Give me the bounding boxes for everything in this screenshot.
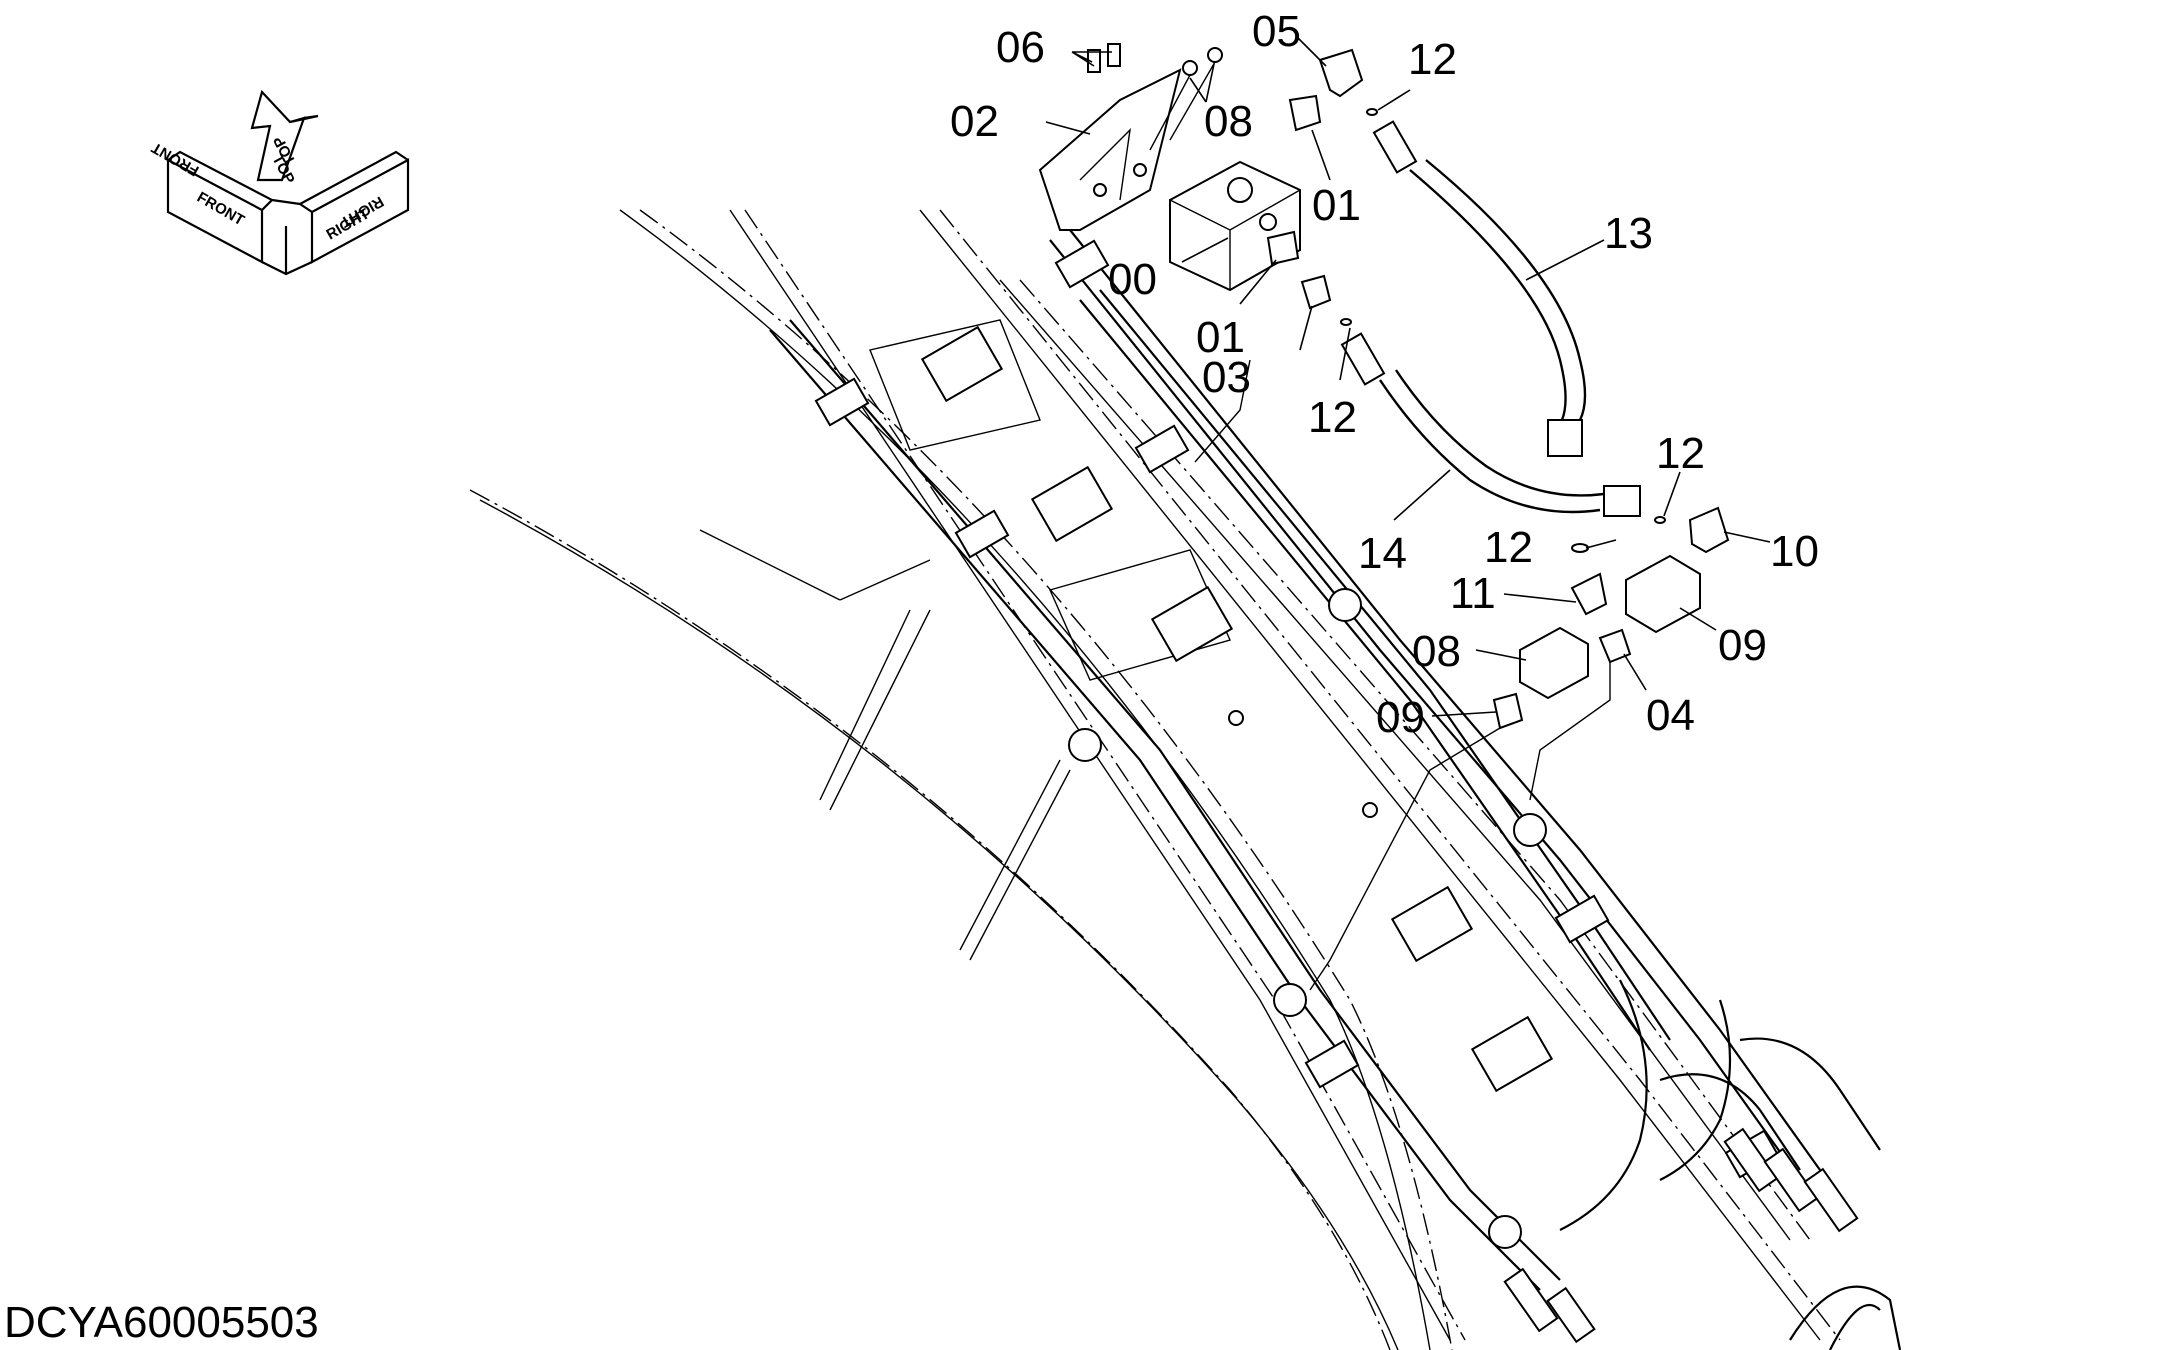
callout-09-right: 04 (1646, 691, 1695, 740)
callout-12-lower: 12 (1484, 523, 1533, 572)
callout-01-upper: 01 (1312, 181, 1361, 230)
block-part-08-right (1625, 554, 1701, 634)
callout-10: 10 (1770, 527, 1819, 576)
end-ports (1503, 1127, 1859, 1344)
leader-lines (1045, 35, 1771, 717)
boom-structure (469, 209, 1902, 1350)
callout-05: 06 (996, 23, 1045, 72)
callout-09-left: 09 (1376, 693, 1425, 742)
callout-08-right: 09 (1718, 621, 1767, 670)
exploded-parts (1038, 43, 1730, 991)
fitting-part-01-a (1288, 94, 1322, 132)
orientation-compass: FRONT FRONT TOP TOP RIGHT RIGHT (149, 89, 410, 276)
bolts-part-05 (1087, 43, 1121, 73)
orientation-front-label: FRONT (194, 189, 247, 230)
adapter-part-03 (1300, 274, 1332, 310)
bolts-part-06 (1149, 47, 1223, 151)
callout-02: 02 (950, 97, 999, 146)
block-part-08-left (1519, 626, 1589, 700)
elbow-part-10 (1688, 506, 1730, 554)
callout-12-top: 12 (1408, 35, 1457, 84)
callout-12-right: 12 (1656, 429, 1705, 478)
diagram-code: DCYA60005503 (4, 1298, 319, 1347)
elbow-part-11 (1570, 572, 1608, 616)
callout-06: 08 (1204, 97, 1253, 146)
fitting-part-01-b (1266, 230, 1300, 266)
callout-04: 05 (1252, 7, 1301, 56)
callout-01-lower: 01 (1196, 313, 1245, 362)
callout-labels: 06 05 12 02 08 01 13 00 01 03 12 12 14 1… (950, 7, 1819, 742)
callout-11: 11 (1450, 569, 1496, 618)
callout-12-mid: 12 (1308, 393, 1357, 442)
hose-part-13 (1372, 120, 1587, 457)
callout-08-left: 08 (1412, 627, 1461, 676)
callout-14: 14 (1358, 529, 1407, 578)
hose-part-14 (1340, 332, 1641, 517)
callout-03: 03 (1202, 353, 1251, 402)
pipe-clamps (814, 239, 1780, 1179)
valve-block-part-00 (1169, 160, 1301, 292)
callout-00: 00 (1108, 255, 1157, 304)
adapter-part-09-right (1598, 628, 1632, 664)
elbow-part-04 (1318, 48, 1364, 98)
callout-13: 13 (1604, 209, 1653, 258)
adapter-part-09-left (1492, 692, 1524, 730)
